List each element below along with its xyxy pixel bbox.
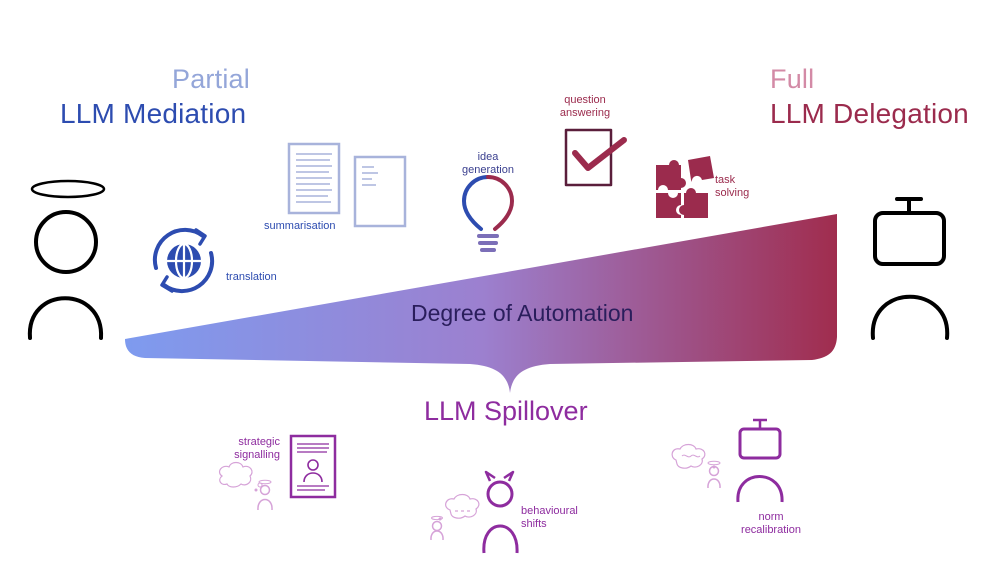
translation-label: translation [226,271,277,283]
strategic-label-line1: strategic [238,436,280,448]
documents-summarisation-icon [287,142,407,228]
full-label: Full [770,64,815,94]
lightbulb-idea-icon [461,175,515,252]
norm-recalibration-icon [671,418,784,503]
behavioural-shifts-icon [430,470,519,554]
automation-wedge [125,214,837,393]
checkbox-question-answering-icon [564,128,627,187]
partial-label: Partial [172,64,250,94]
task-solving-label-line1: task [715,174,736,186]
summarisation-label: summarisation [264,220,336,232]
llm-mediation-title: LLM Mediation [60,98,247,129]
norm-label-line1: norm [758,511,784,523]
puzzle-task-solving-icon [656,156,714,218]
strategic-label-line2: signalling [234,449,280,461]
globe-translation-icon [152,227,215,294]
idea-label-line2: generation [462,164,514,176]
question-label-line2: answering [559,107,611,119]
question-label-line1: question [564,94,606,106]
llm-spillover-title: LLM Spillover [424,396,588,426]
robot-figure-icon [870,197,950,340]
degree-of-automation-label: Degree of Automation [411,300,634,326]
human-figure-icon [27,179,106,340]
llm-delegation-title: LLM Delegation [770,98,969,129]
idea-label-line1: idea [477,151,499,163]
strategic-signalling-icon [218,434,337,511]
task-solving-label-line2: solving [715,187,750,199]
behavioural-label-line1: behavioural [521,505,578,517]
norm-label-line2: recalibration [741,524,801,536]
behavioural-label-line2: shifts [521,518,547,530]
